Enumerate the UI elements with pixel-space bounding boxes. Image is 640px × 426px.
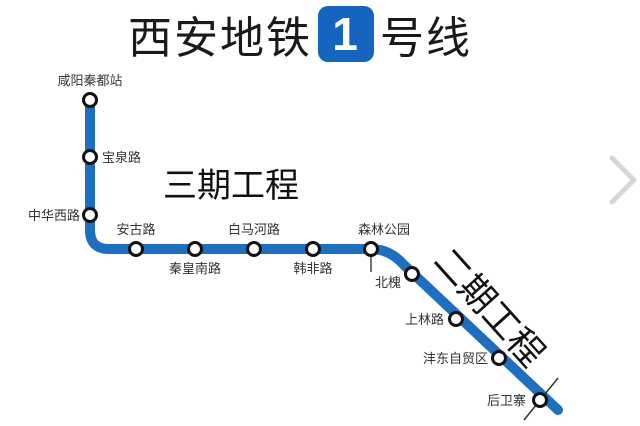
station-label: 后卫寨 bbox=[487, 393, 526, 409]
station-senlingongyuan[interactable]: 森林公园 bbox=[358, 223, 410, 257]
station-fengdongziyouqu[interactable]: 沣东自贸区 bbox=[423, 350, 507, 368]
map-title: 西安地铁 1 号线 bbox=[128, 2, 472, 66]
station-label: 安古路 bbox=[116, 222, 155, 238]
station-baoquanlu[interactable]: 宝泉路 bbox=[82, 149, 142, 166]
station-shanglinlu[interactable]: 上林路 bbox=[405, 311, 464, 328]
station-beihuai[interactable]: 北槐 bbox=[375, 266, 420, 292]
station-label: 上林路 bbox=[405, 312, 444, 328]
station-label: 白马河路 bbox=[228, 222, 280, 238]
station-label: 秦皇南路 bbox=[169, 261, 221, 277]
station-label: 沣东自贸区 bbox=[423, 352, 488, 367]
title-prefix: 西安地铁 bbox=[128, 13, 312, 64]
station-angulu[interactable]: 安古路 bbox=[116, 222, 156, 257]
station-qinhuangnanlu[interactable]: 秦皇南路 bbox=[169, 241, 221, 278]
chevron-right-icon[interactable] bbox=[604, 152, 640, 208]
line-number-badge: 1 bbox=[318, 6, 374, 62]
phase3-label: 三期工程 bbox=[163, 166, 299, 206]
title-suffix: 号线 bbox=[380, 13, 472, 64]
station-label: 咸阳秦都站 bbox=[57, 74, 122, 89]
station-label: 韩非路 bbox=[293, 261, 332, 277]
station-label: 北槐 bbox=[375, 275, 401, 291]
station-label: 宝泉路 bbox=[102, 150, 141, 166]
station-hanfeilu[interactable]: 韩非路 bbox=[293, 241, 333, 278]
station-label: 森林公园 bbox=[358, 223, 410, 238]
station-zhonghuaxilu[interactable]: 中华西路 bbox=[28, 207, 98, 224]
station-houweizhai[interactable]: 后卫寨 bbox=[487, 392, 548, 409]
metro-route-line bbox=[85, 95, 563, 415]
station-baimahelu[interactable]: 白马河路 bbox=[228, 222, 280, 257]
station-label: 中华西路 bbox=[28, 208, 80, 224]
station-xianyangqindu[interactable]: 咸阳秦都站 bbox=[57, 74, 123, 108]
